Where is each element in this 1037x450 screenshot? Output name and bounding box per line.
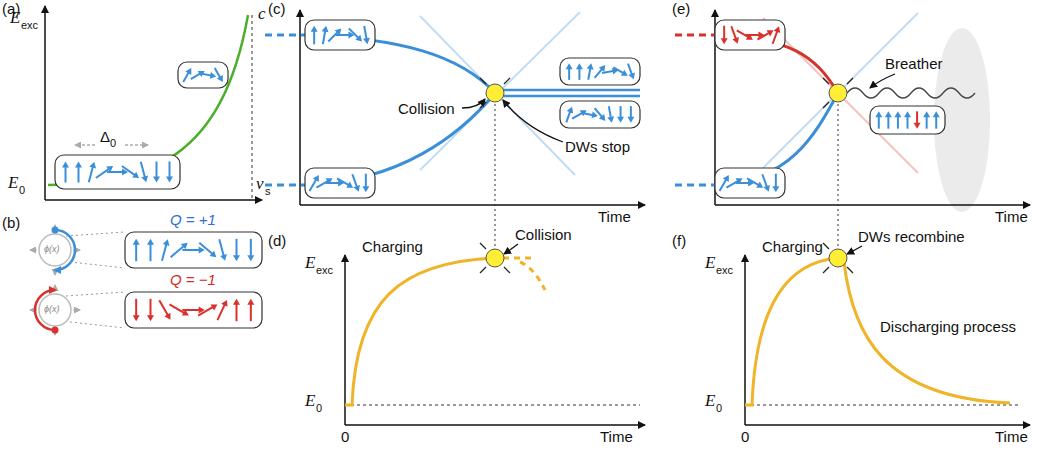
axis-label: Time — [995, 428, 1028, 445]
energy-subscript: 0 — [316, 402, 322, 415]
energy-label: E — [705, 391, 715, 411]
annotation: Charging — [362, 238, 423, 255]
annotation: Charging — [762, 238, 823, 255]
axis-tick: 0 — [341, 428, 349, 445]
axis-label: E — [705, 253, 715, 273]
panel-c — [265, 10, 645, 249]
energy-subscript: 0 — [716, 402, 722, 415]
axis-subscript: s — [265, 185, 271, 198]
panel-label: (c) — [268, 0, 286, 17]
axis-label: v — [256, 174, 264, 194]
axis-label: Time — [995, 208, 1028, 225]
angle-label: ϕ(x) — [44, 244, 60, 254]
annotation: Discharging process — [880, 318, 1016, 335]
panel-a — [45, 6, 262, 200]
energy-subscript: 0 — [19, 184, 25, 197]
axis-subscript: exc — [21, 19, 38, 32]
annotation: Breather — [885, 55, 943, 72]
panel-b — [30, 225, 125, 335]
axis-label: Time — [598, 208, 631, 225]
energy-label: E — [8, 173, 18, 193]
axis-label: Time — [600, 428, 633, 445]
panel-f — [745, 243, 1030, 425]
axis-subscript: exc — [316, 264, 333, 277]
width-subscript: 0 — [110, 137, 116, 150]
panel-label: (d) — [268, 232, 286, 249]
panel-label: (f) — [672, 232, 686, 249]
annotation: DWs stop — [565, 138, 630, 155]
annotation: DWs recombine — [858, 228, 965, 245]
panel-label: (e) — [672, 0, 690, 17]
width-label: Δ — [100, 128, 110, 145]
panel-label: (b) — [2, 214, 20, 231]
annotation: Collision — [398, 100, 455, 117]
axis-tick: 0 — [741, 428, 749, 445]
panel-e — [675, 10, 1030, 249]
charge-label: Q = +1 — [170, 211, 216, 228]
energy-label: E — [305, 391, 315, 411]
axis-subscript: exc — [716, 264, 733, 277]
annotation: Collision — [515, 226, 572, 243]
axis-label: E — [305, 253, 315, 273]
angle-label: ϕ(x) — [44, 304, 60, 314]
charge-label: Q = −1 — [170, 271, 216, 288]
spin-chains — [55, 20, 945, 328]
axis-label: E — [10, 8, 20, 28]
panel-d — [345, 243, 645, 425]
speed-label: c — [258, 4, 266, 24]
